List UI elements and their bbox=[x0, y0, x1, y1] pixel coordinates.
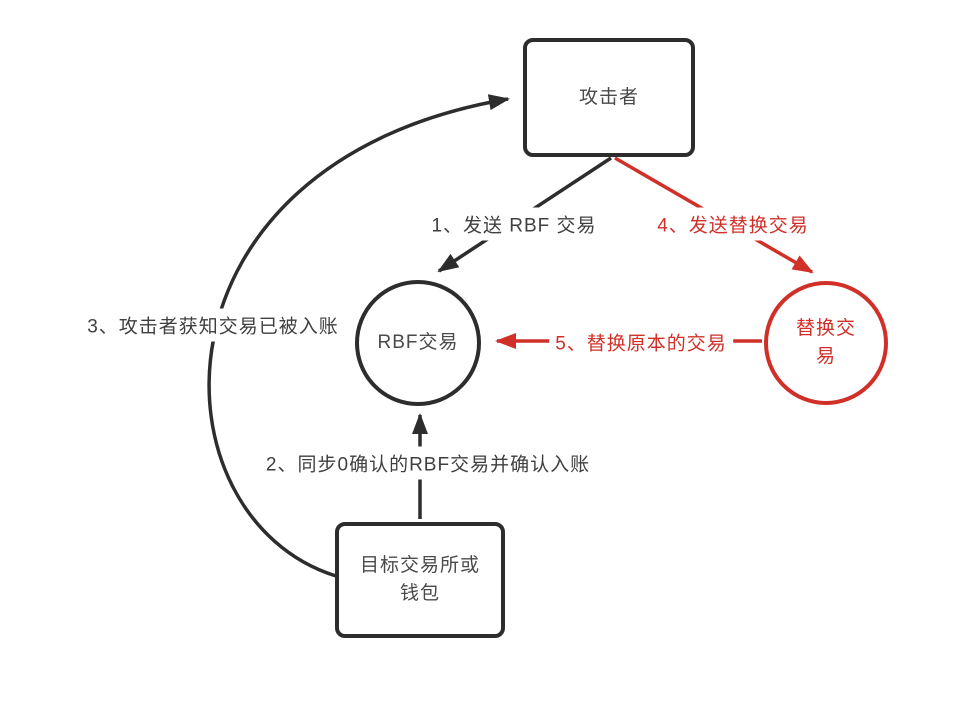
node-replacement-transaction: 替换交 易 bbox=[764, 281, 888, 405]
edge-label-step1: 1、发送 RBF 交易 bbox=[425, 207, 603, 241]
node-rbf-transaction-label: RBF交易 bbox=[377, 332, 459, 354]
edge-label-step5: 5、替换原本的交易 bbox=[549, 325, 733, 359]
node-attacker: 攻击者 bbox=[523, 38, 695, 157]
node-target-exchange-wallet-label: 目标交易所或 钱包 bbox=[359, 555, 480, 604]
node-target-exchange-wallet: 目标交易所或 钱包 bbox=[335, 522, 505, 638]
node-rbf-transaction: RBF交易 bbox=[355, 280, 481, 406]
node-attacker-label: 攻击者 bbox=[578, 86, 639, 108]
edge-label-step2: 2、同步0确认的RBF交易并确认入账 bbox=[259, 446, 597, 480]
edge-label-step3: 3、攻击者获知交易已被入账 bbox=[81, 308, 345, 342]
node-replacement-transaction-label: 替换交 易 bbox=[795, 318, 856, 367]
edge-label-step4: 4、发送替换交易 bbox=[651, 207, 815, 241]
